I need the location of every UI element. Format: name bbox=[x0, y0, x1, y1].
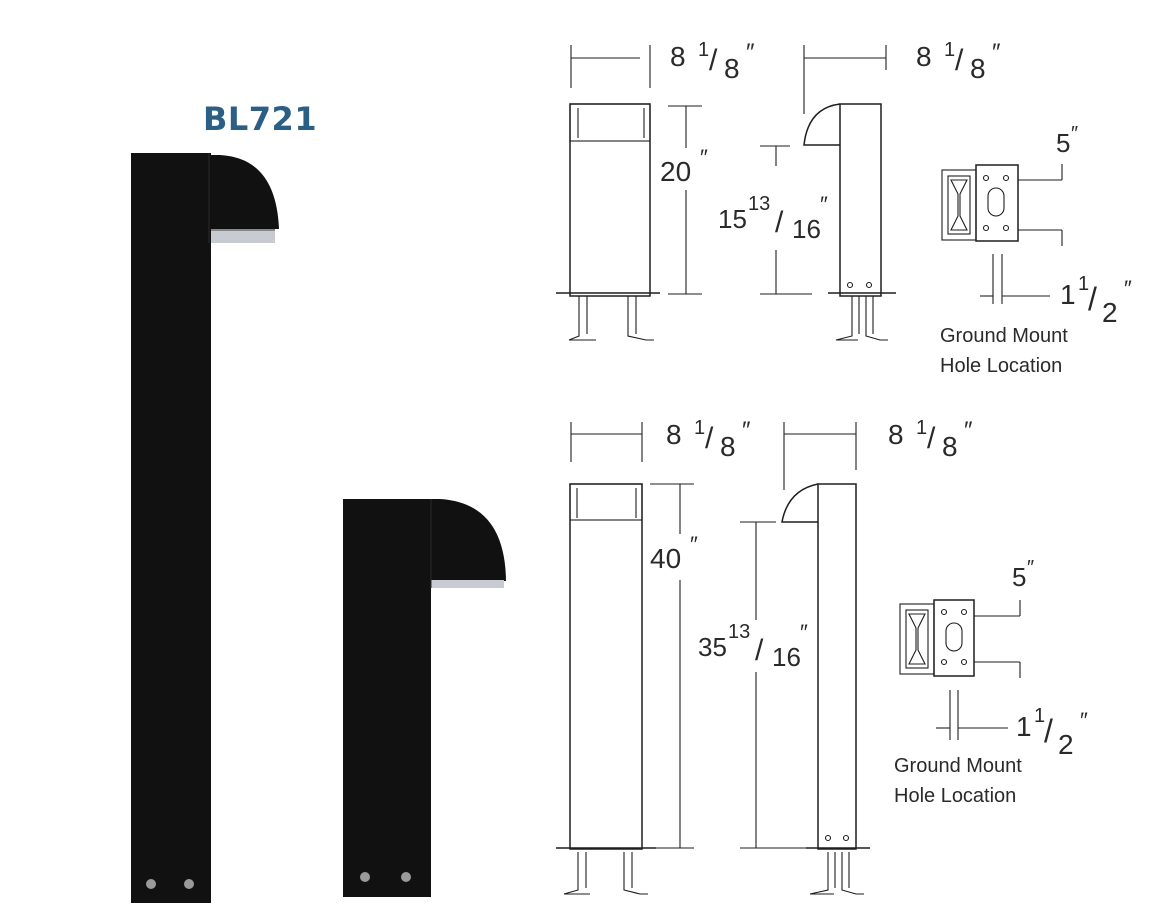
tall-bollard-photo bbox=[131, 153, 279, 903]
tall-mount-plate: 5 ″ 1 1 / 2 ″ Ground Mount Hole Location bbox=[894, 557, 1088, 807]
tall-note-line2: Hole Location bbox=[894, 785, 1016, 807]
short-front-width: 8 1 / 8 ″ bbox=[670, 39, 755, 84]
short-note-line1: Ground Mount bbox=[940, 325, 1068, 347]
short-bollard-photo bbox=[343, 499, 506, 897]
tall-opening-height: 35 13 / 16 ″ bbox=[698, 620, 808, 672]
short-side-width: 8 1 / 8 ″ bbox=[916, 39, 1001, 84]
short-note-line2: Hole Location bbox=[940, 355, 1062, 377]
tall-front-view: 8 1 / 8 ″ 40 ″ bbox=[556, 417, 751, 895]
tall-hole-dim: 1 1 / 2 ″ bbox=[1016, 705, 1088, 760]
short-opening-height: 15 13 / 16 ″ bbox=[718, 192, 828, 244]
tall-side-view: 8 1 / 8 ″ 35 13 / 16 ″ bbox=[698, 417, 973, 895]
short-side-view: 8 1 / 8 ″ 15 13 / 16 ″ bbox=[718, 39, 1001, 341]
tall-height: 40 ″ bbox=[650, 532, 698, 574]
short-hole-dim: 1 1 / 2 ″ bbox=[1060, 273, 1132, 328]
short-height: 20 ″ bbox=[660, 145, 708, 187]
short-plate-dim: 5 ″ bbox=[1056, 123, 1078, 158]
model-title: BL721 bbox=[203, 100, 318, 138]
tall-front-width: 8 1 / 8 ″ bbox=[666, 417, 751, 462]
tall-side-width: 8 1 / 8 ″ bbox=[888, 417, 973, 462]
tall-plate-dim: 5 ″ bbox=[1012, 557, 1034, 592]
short-mount-plate: 5 ″ 1 1 / 2 ″ Ground Mount Hole Location bbox=[940, 123, 1132, 377]
short-front-view: 8 1 / 8 ″ 20 ″ bbox=[556, 39, 755, 341]
tall-note-line1: Ground Mount bbox=[894, 755, 1022, 777]
